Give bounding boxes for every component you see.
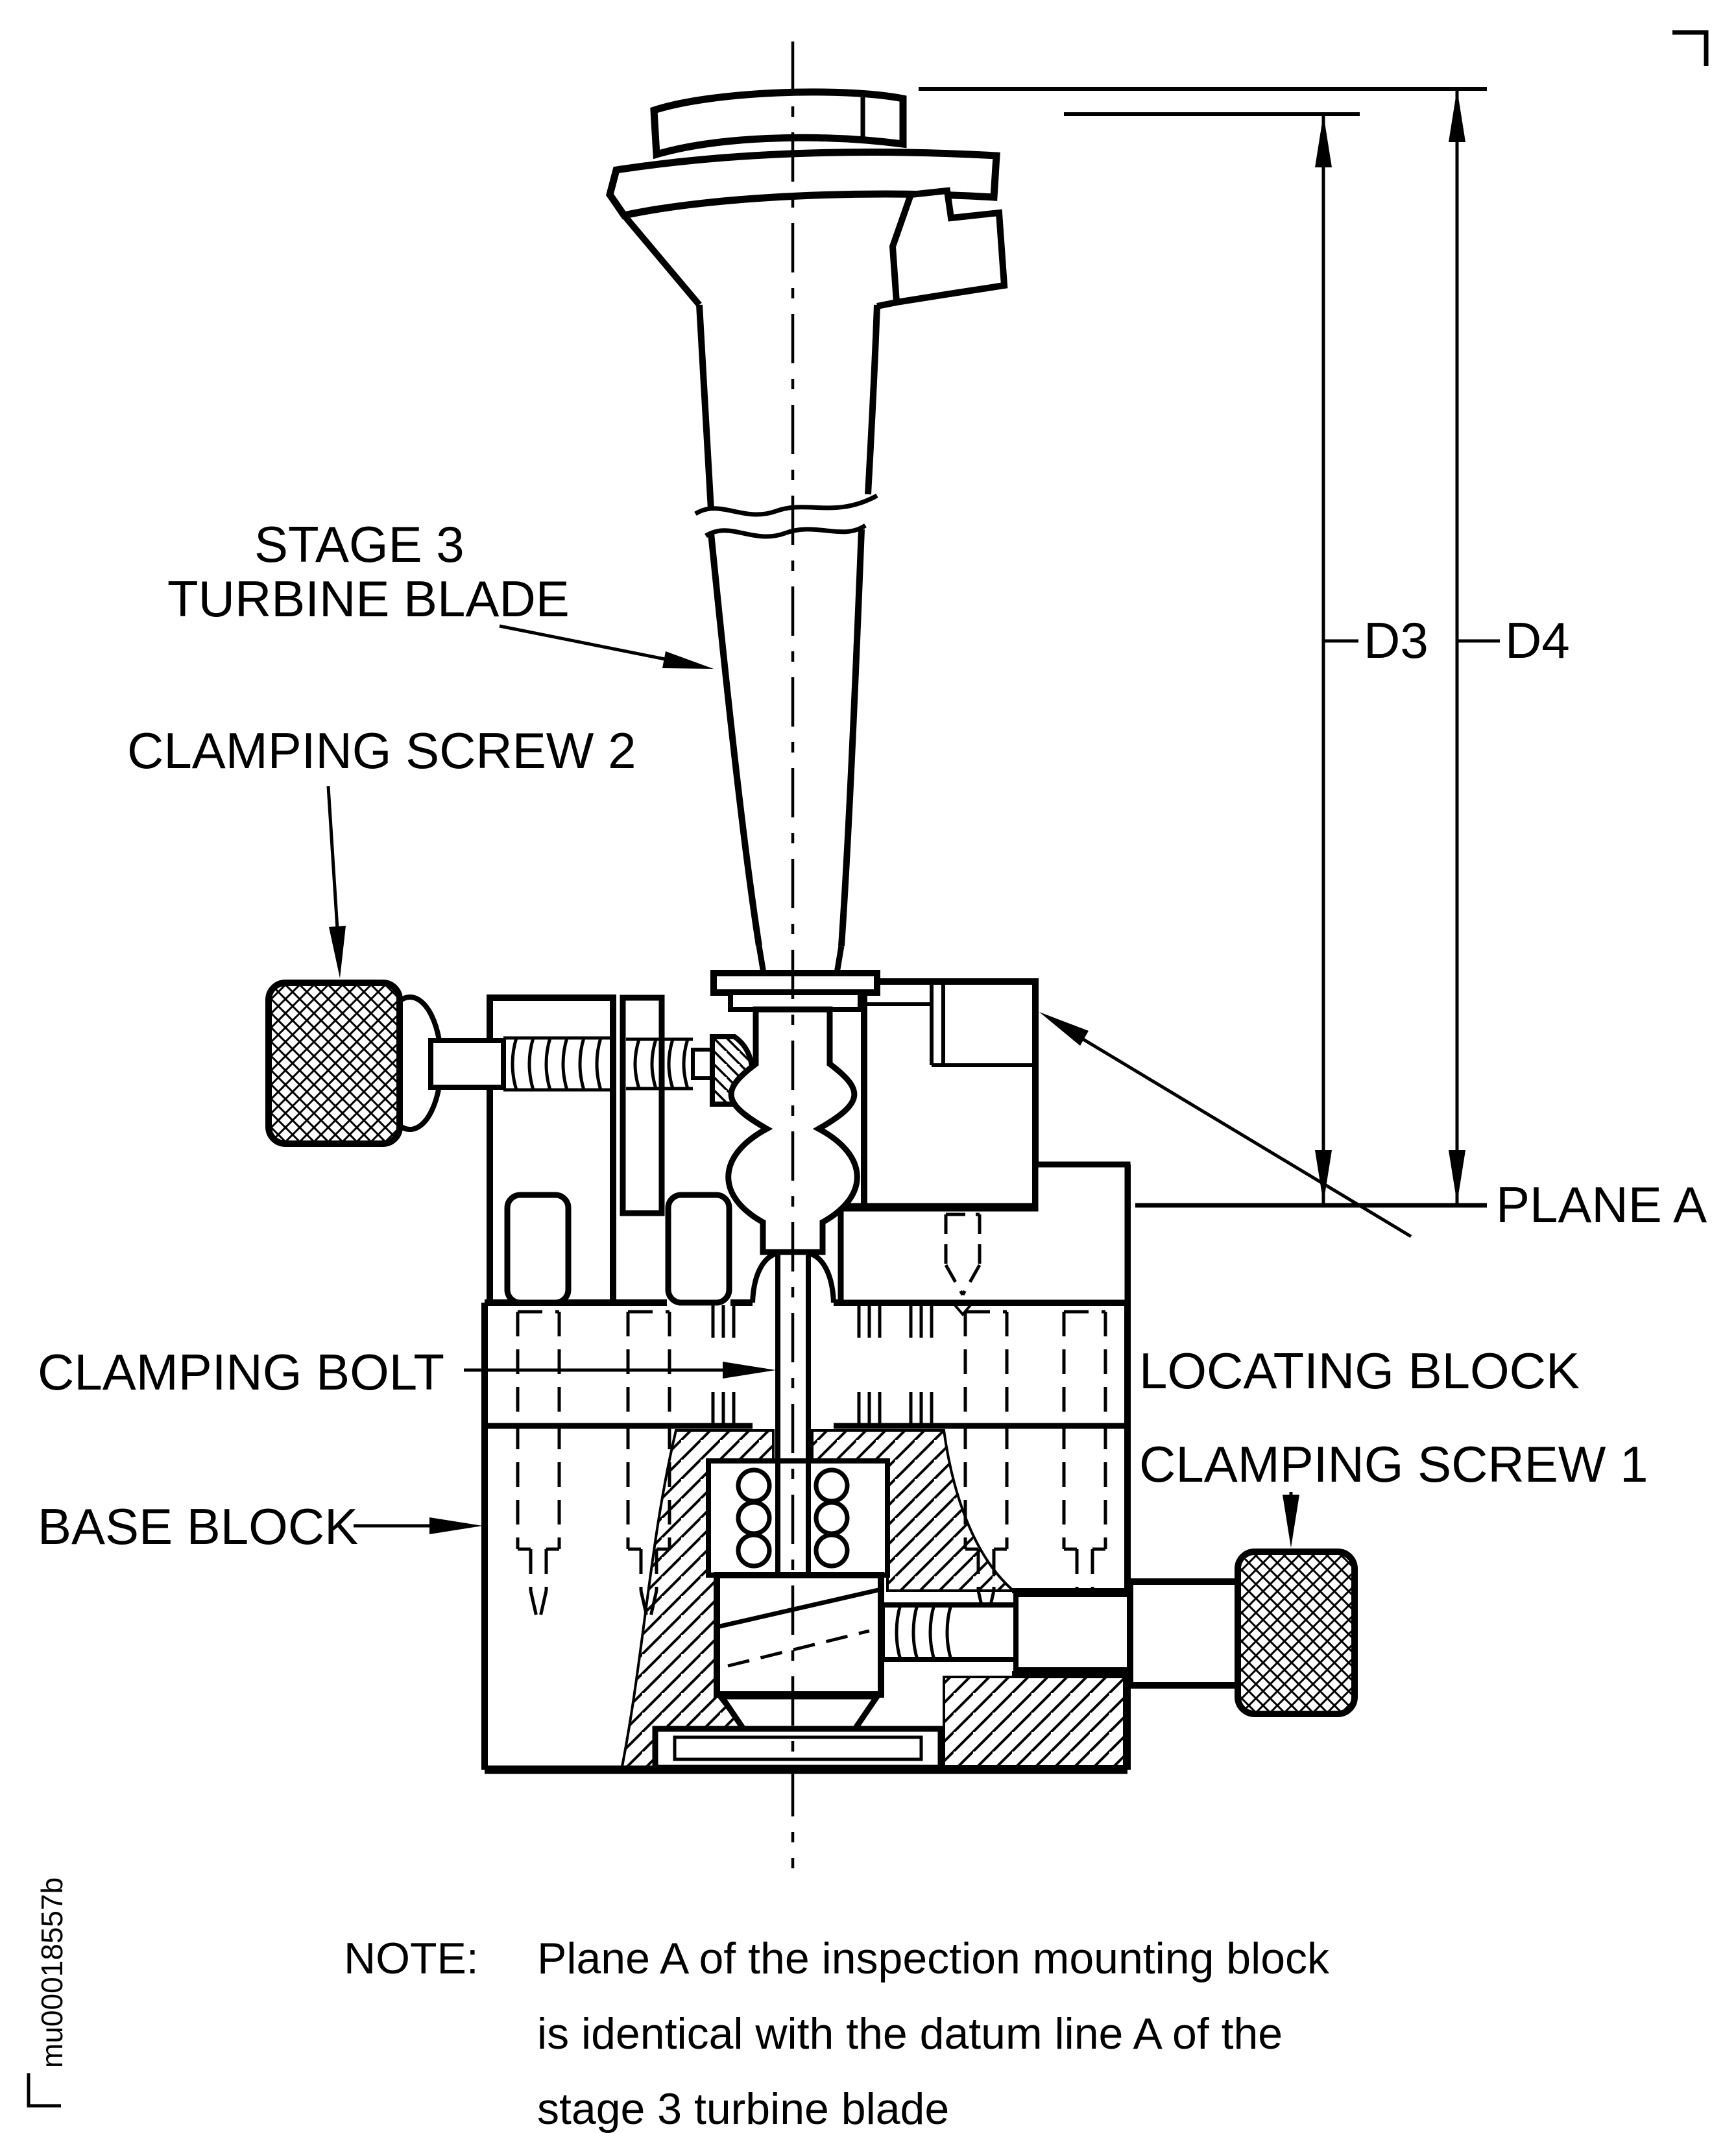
dimensions: D3 D4 <box>843 87 1570 1208</box>
figure-id-block: mu00018557b <box>35 1877 69 2068</box>
d4-label: D4 <box>1505 612 1570 669</box>
screw2-threads <box>503 1036 613 1092</box>
dimension-d3: D3 <box>1315 114 1429 1203</box>
locating-block-label: LOCATING BLOCK <box>1139 1342 1580 1399</box>
blade-shroud <box>606 88 1008 309</box>
clamping-bolt-shaft <box>775 1252 811 1575</box>
callout-clamping-screw-2: CLAMPING SCREW 2 <box>127 722 636 978</box>
screw1-threads <box>895 1604 953 1660</box>
screw1-outer-body <box>1127 1578 1241 1689</box>
clamping-screw-1-label: CLAMPING SCREW 1 <box>1139 1436 1648 1493</box>
clamping-screw-2-label: CLAMPING SCREW 2 <box>127 722 636 779</box>
note-block: NOTE: Plane A of the inspection mounting… <box>344 1934 1330 2133</box>
callout-locating-block: LOCATING BLOCK <box>1039 1012 1580 1399</box>
left-clamp-tower <box>487 994 732 1306</box>
taper-plug <box>716 1693 883 1732</box>
callout-plane-a: PLANE A <box>1496 1176 1707 1233</box>
figure-id: mu00018557b <box>35 1877 69 2068</box>
note-heading: NOTE: <box>344 1934 479 1983</box>
root-firtree <box>725 1006 860 1255</box>
screw2-shaft <box>428 1038 506 1090</box>
clamping-mechanism <box>652 1251 944 1771</box>
corner-mark-top-right <box>1672 30 1709 66</box>
callouts: STAGE 3 TURBINE BLADE CLAMPING SCREW 2 C… <box>38 516 1707 1555</box>
note-line-3: stage 3 turbine blade <box>537 2084 949 2133</box>
locating-support <box>838 1161 1131 1306</box>
dimension-d4: D4 <box>1449 89 1570 1203</box>
spring-pocket <box>706 1458 890 1578</box>
blade-root <box>710 945 880 1255</box>
locating-block-step-lines <box>864 982 1035 1067</box>
stage3-label-line2: TURBINE BLADE <box>167 570 570 627</box>
callout-clamping-screw-1: CLAMPING SCREW 1 <box>1139 1436 1648 1548</box>
stud-right <box>665 1192 732 1306</box>
plane-a-label: PLANE A <box>1496 1176 1707 1233</box>
stage3-label-line1: STAGE 3 <box>254 516 464 573</box>
foot-plate-inner <box>673 1735 923 1761</box>
screw2-knob <box>265 980 403 1147</box>
blade-airfoil <box>694 304 880 946</box>
locating-block-part <box>838 978 1131 1317</box>
corner-mark-bottom-left <box>27 2073 61 2108</box>
break-line-upper <box>694 493 878 517</box>
clamping-screw-2-assembly <box>265 980 754 1147</box>
base-block-label: BASE BLOCK <box>38 1498 358 1555</box>
break-line-lower <box>705 524 867 539</box>
section-hatch-bottom-right <box>943 1676 1126 1768</box>
turbine-blade <box>606 42 1008 1868</box>
screw2-inner-threads <box>626 1037 693 1091</box>
note-line-2: is identical with the datum line A of th… <box>537 2009 1283 2058</box>
clamp-finger <box>620 994 665 1216</box>
screw1-knob <box>1235 1549 1358 1717</box>
stud-left <box>504 1192 572 1306</box>
clamping-screw-1-assembly <box>880 1549 1358 1717</box>
hidden-bolt-holes <box>516 1310 1107 1626</box>
d3-label: D3 <box>1364 612 1429 669</box>
callout-clamping-bolt: CLAMPING BOLT <box>38 1344 776 1401</box>
screw1-bore <box>1012 1588 1129 1676</box>
support-hole-tip <box>954 1304 972 1317</box>
callout-base-block: BASE BLOCK <box>38 1498 483 1555</box>
callout-stage3-turbine-blade: STAGE 3 TURBINE BLADE <box>167 516 714 669</box>
spring <box>736 1467 850 1569</box>
clamping-bolt-label: CLAMPING BOLT <box>38 1344 444 1401</box>
flange-screw-ticks <box>711 1305 934 1425</box>
support-hidden-hole <box>944 1212 982 1296</box>
wedge-face-line <box>716 1587 882 1630</box>
shroud-hook <box>889 187 1008 306</box>
note-line-1: Plane A of the inspection mounting block <box>537 1934 1330 1983</box>
inspection-mounting-fixture <box>265 978 1358 1774</box>
screw1-inner-body <box>1013 1592 1133 1672</box>
wedge-hidden-line <box>727 1629 870 1668</box>
